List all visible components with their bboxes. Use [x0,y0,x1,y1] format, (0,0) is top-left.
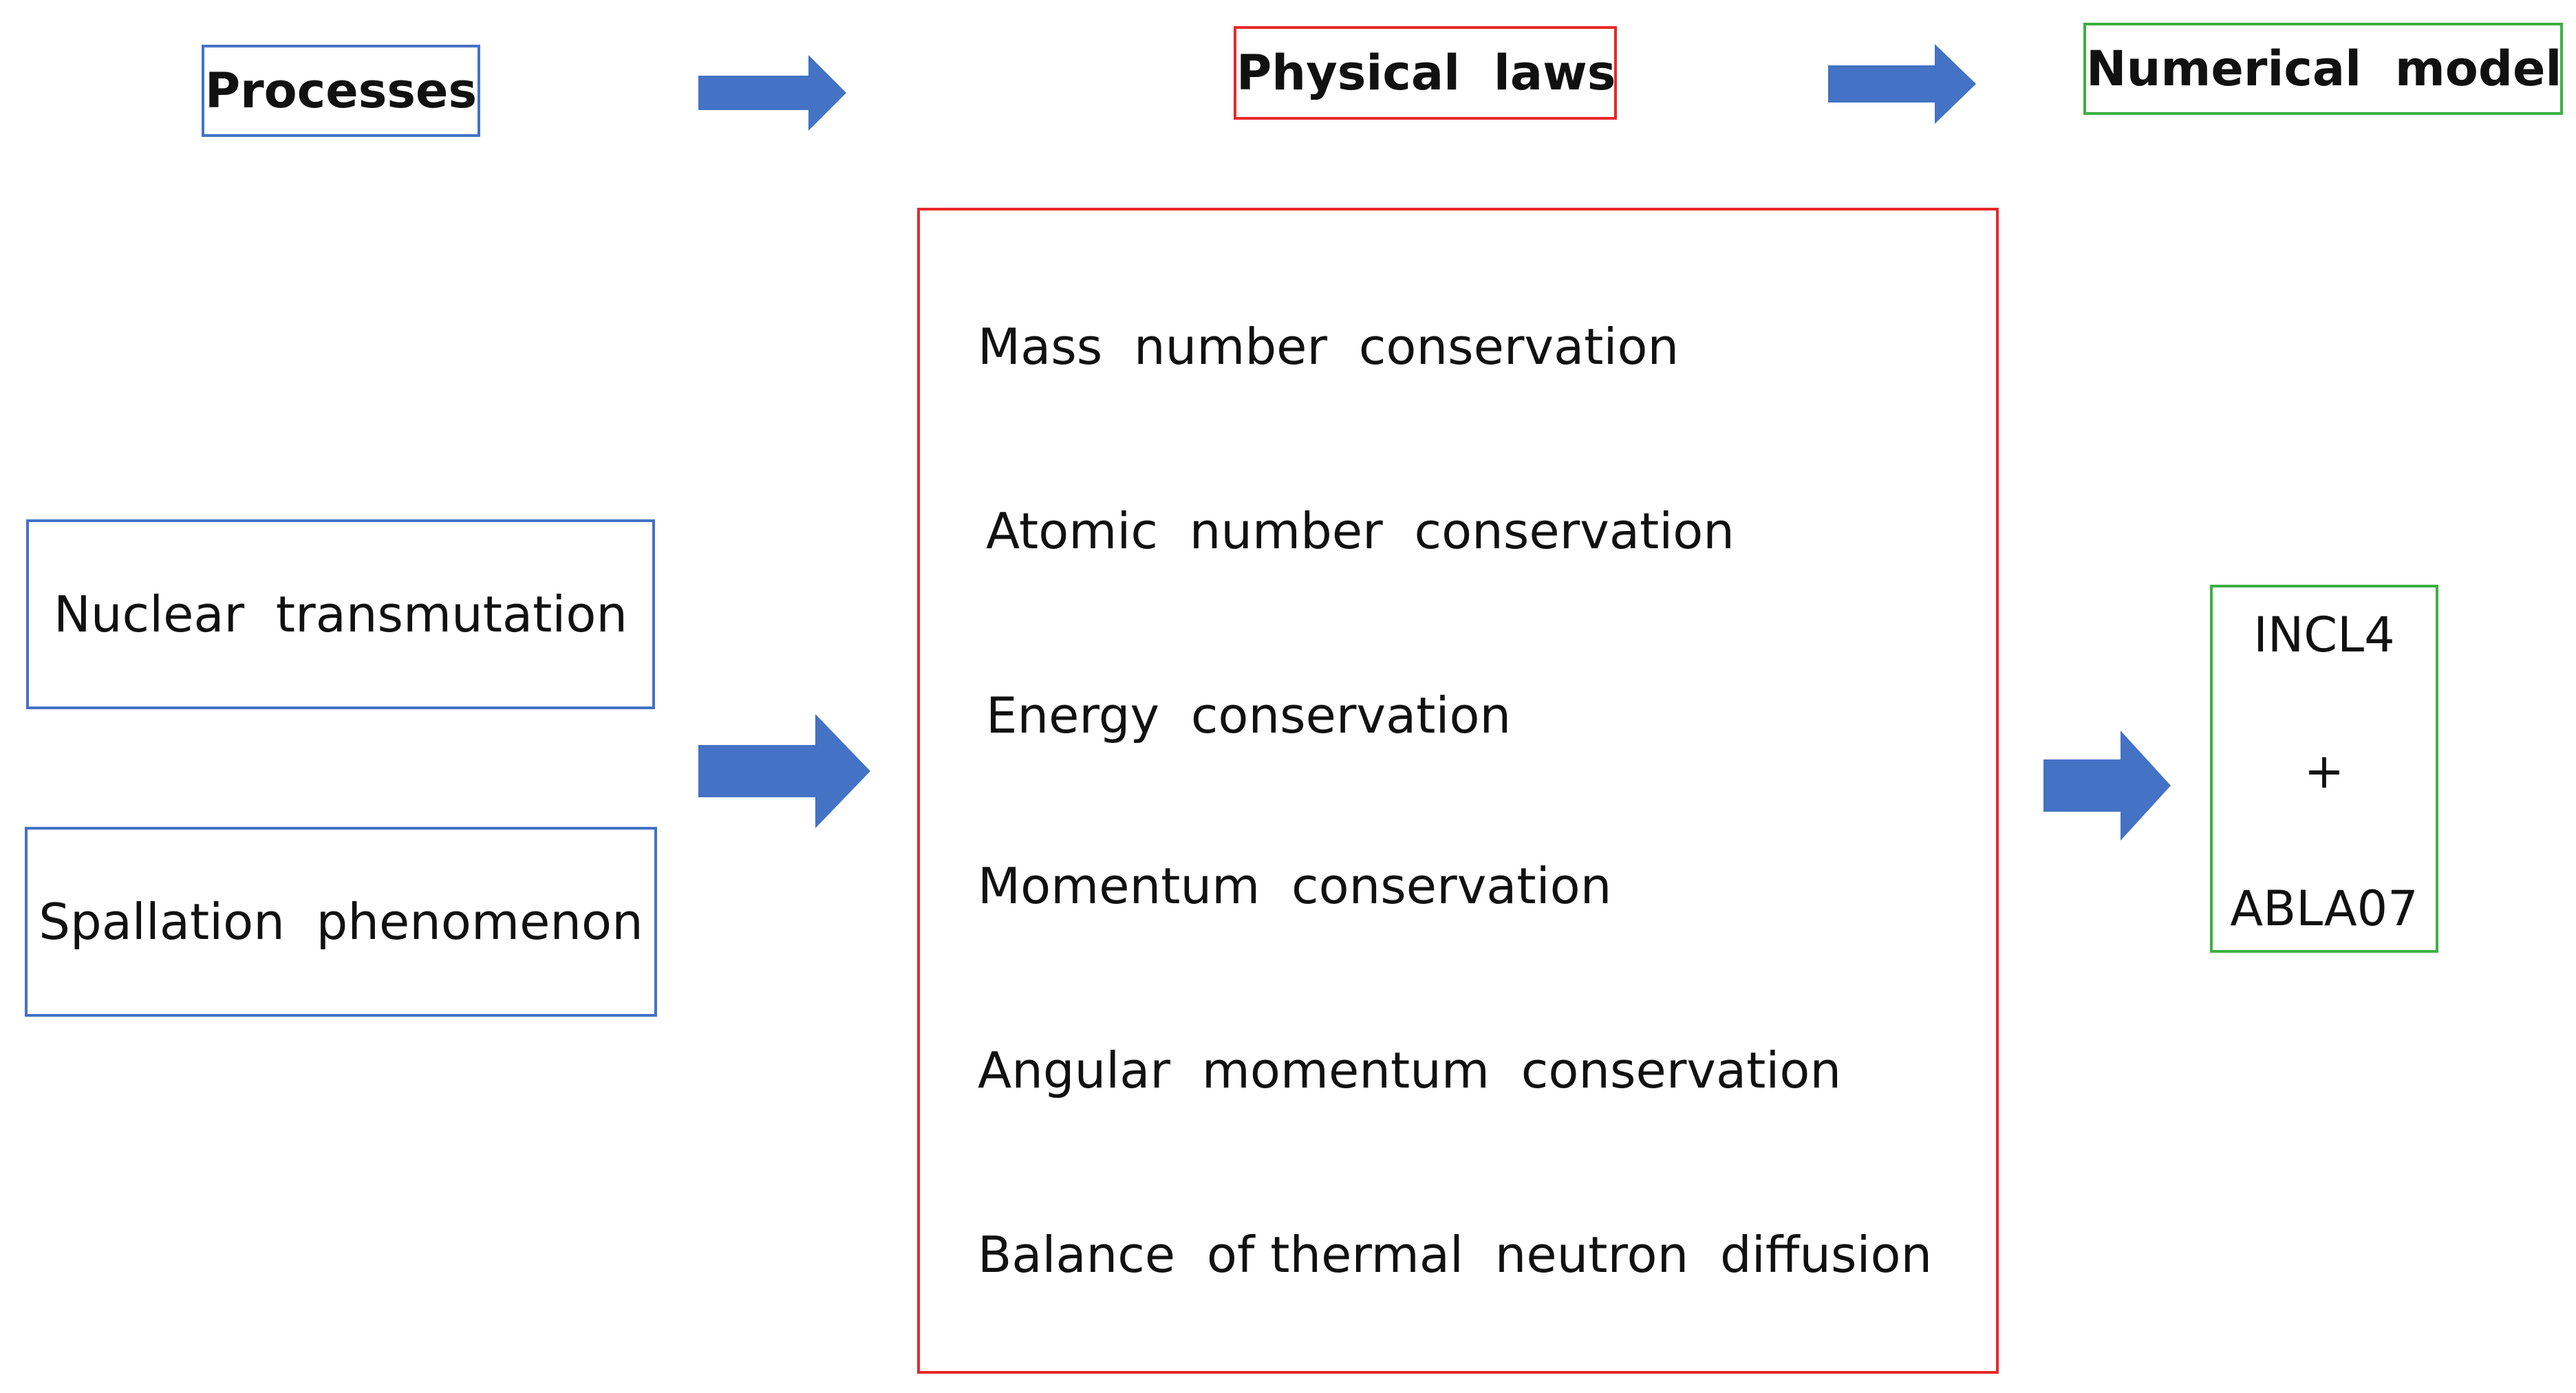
process-label: Nuclear transmutation [53,585,627,643]
law-item: Energy conservation [986,687,1512,744]
arrow-right-icon [698,714,870,828]
arrow-right-icon [1828,44,1976,124]
process-box-spallation: Spallation phenomenon [25,827,657,1017]
law-item: Balance of thermal neutron diffusion [978,1226,1933,1284]
process-box-nuclear-transmutation: Nuclear transmutation [26,519,655,709]
physical-laws-box: Mass number conservation Atomic number c… [917,208,1999,1374]
law-item: Momentum conservation [978,857,1612,915]
processes-header: Processes [202,45,480,137]
physical-laws-header: Physical laws [1234,26,1617,120]
model-plus: + [2304,743,2345,799]
physical-laws-header-label: Physical laws [1236,45,1616,101]
law-item: Mass number conservation [978,318,1679,376]
model-incl4: INCL4 [2253,607,2395,663]
model-abla07: ABLA07 [2230,881,2418,937]
numerical-model-header-label: Numerical model [2086,41,2562,97]
process-label: Spallation phenomenon [39,893,643,951]
numerical-model-header: Numerical model [2083,23,2563,115]
arrow-right-icon [2043,731,2171,841]
law-item: Angular momentum conservation [978,1041,1842,1099]
processes-header-label: Processes [204,63,477,119]
numerical-model-box: INCL4 + ABLA07 [2210,585,2438,953]
arrow-right-icon [698,55,846,131]
law-item: Atomic number conservation [986,502,1735,560]
